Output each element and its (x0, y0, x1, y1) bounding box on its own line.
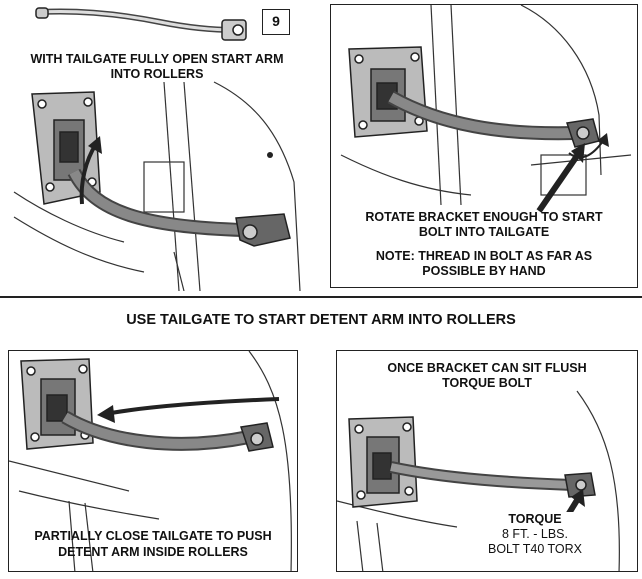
torque-value: 8 FT. - LBS. (502, 527, 568, 541)
rotate-arrow (568, 140, 604, 159)
panel-torque-bolt: ONCE BRACKET CAN SIT FLUSH TORQUE BOLT (336, 350, 638, 572)
panel2-illustration (340, 5, 632, 213)
panel3-illustration (9, 351, 292, 571)
panel1-caption-line1: WITH TAILGATE FULLY OPEN START ARM (30, 52, 284, 66)
bolt-spec: BOLT T40 TORX (487, 542, 583, 556)
step-number: 9 (262, 9, 290, 35)
section-divider (0, 296, 642, 298)
detent-arm (389, 461, 596, 498)
panel4-caption-line1: ONCE BRACKET CAN SIT FLUSH (387, 361, 587, 375)
panel2-caption-line1: ROTATE BRACKET ENOUGH TO START (365, 210, 603, 224)
detent-arm (61, 410, 274, 452)
panel2-caption-line2: BOLT INTO TAILGATE (418, 225, 550, 239)
panel4-caption-line2: TORQUE BOLT (442, 376, 532, 390)
loose-detent-arm-illustration (35, 7, 247, 41)
panel4-illustration (337, 390, 620, 571)
detent-arm (387, 90, 600, 148)
panel3-caption-line2: DETENT ARM INSIDE ROLLERS (58, 545, 248, 559)
panel-partially-close: PARTIALLY CLOSE TAILGATE TO PUSH DETENT … (8, 350, 298, 572)
panel2-note-line2: POSSIBLE BY HAND (422, 264, 546, 278)
panel-rotate-bracket: ROTATE BRACKET ENOUGH TO START BOLT INTO… (330, 4, 638, 288)
section-title: USE TAILGATE TO START DETENT ARM INTO RO… (126, 312, 516, 328)
panel3-caption-line1: PARTIALLY CLOSE TAILGATE TO PUSH (34, 529, 272, 543)
panel1-caption-line2: INTO ROLLERS (110, 67, 204, 81)
detent-arm (67, 168, 291, 247)
roller-housing (348, 46, 428, 138)
torque-label: TORQUE (508, 512, 562, 526)
panel1-illustration (13, 81, 301, 291)
bolt-pointer-arrow (536, 151, 582, 213)
roller-housing (348, 416, 418, 508)
panel-start-arm: WITH TAILGATE FULLY OPEN START ARM INTO … (4, 42, 310, 291)
torque-callout: TORQUE 8 FT. - LBS. BOLT T40 TORX (476, 512, 594, 557)
panel2-note-line1: NOTE: THREAD IN BOLT AS FAR AS (375, 249, 593, 263)
push-arrow (110, 397, 280, 415)
roller-housing (20, 358, 94, 450)
